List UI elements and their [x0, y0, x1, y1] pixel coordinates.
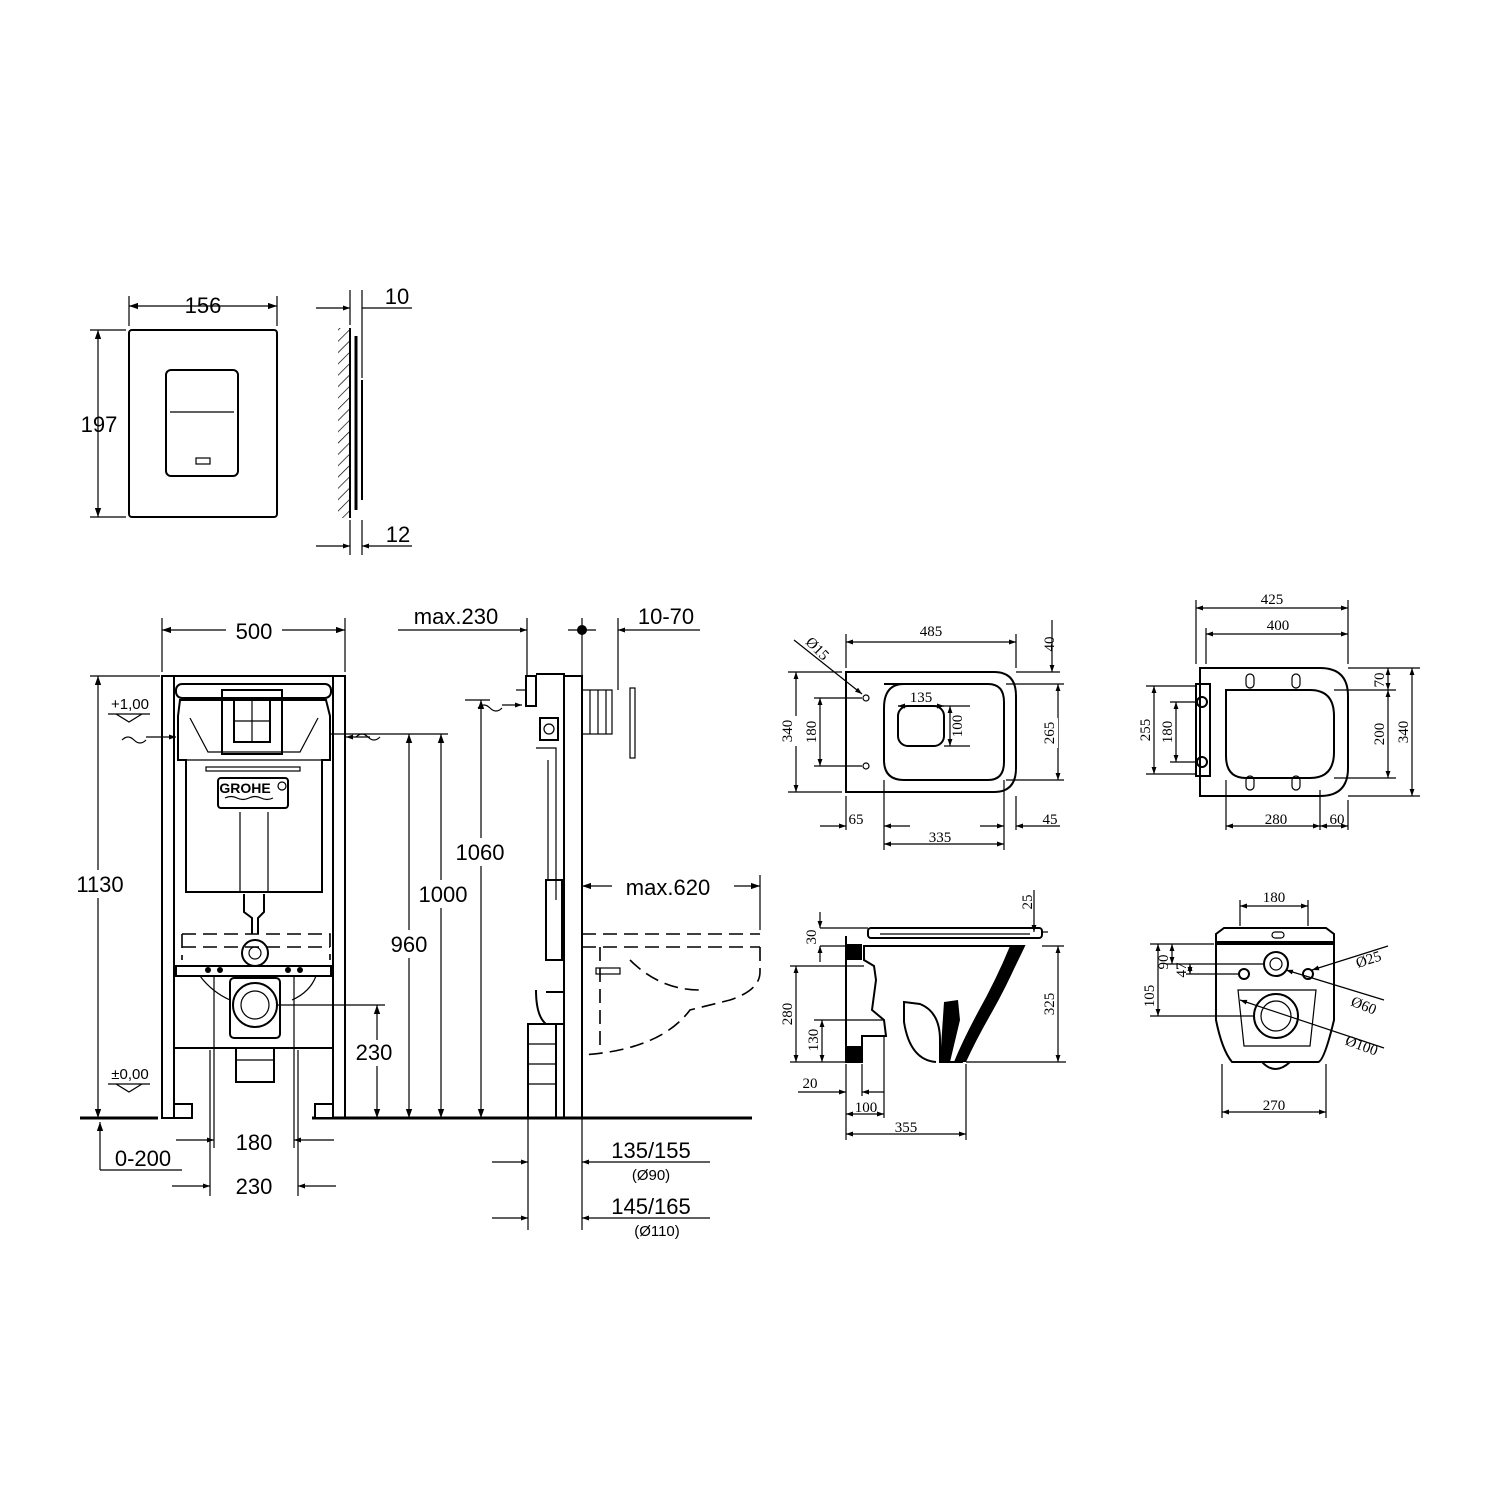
- hole-d15-label: Ø15: [802, 634, 832, 664]
- flush-plate-side: 10 12: [316, 284, 412, 555]
- dim-40-label: 40: [1042, 637, 1058, 652]
- panel-width-label: 156: [185, 293, 222, 318]
- dim-70-label: 70: [1372, 673, 1388, 688]
- dim-100-label: 100: [855, 1100, 878, 1116]
- height-1060-label: 1060: [456, 840, 505, 865]
- bolt-distance-230-label: 230: [236, 1174, 273, 1199]
- dim-25-label: 25: [1020, 895, 1036, 910]
- drain-offset-90-sub-label: (Ø90): [632, 1167, 670, 1184]
- dim-105-label: 105: [1142, 985, 1158, 1008]
- dim-335-label: 335: [929, 830, 952, 846]
- level-zero-label: ±0,00: [111, 1066, 148, 1083]
- wall-gap-label: 12: [386, 522, 410, 547]
- range-10-70-label: 10-70: [638, 604, 694, 629]
- dim-47-label: 47: [1174, 962, 1190, 978]
- height-960-label: 960: [391, 932, 428, 957]
- dim-60-label: 60: [1330, 812, 1345, 828]
- seat-width-400-label: 400: [1267, 618, 1290, 634]
- dim-280-label: 280: [1265, 812, 1288, 828]
- bolt-distance-180-label: 180: [236, 1130, 273, 1155]
- dim-20-label: 20: [803, 1076, 818, 1092]
- drain-offset-110-sub-label: (Ø110): [634, 1223, 680, 1240]
- dim-255-label: 255: [1138, 719, 1154, 742]
- seat-dim-180-label: 180: [1160, 721, 1176, 744]
- hole-135-label: 135: [910, 690, 933, 706]
- water-inlet-left: [121, 734, 176, 744]
- seat-top-view: 425 400 70 200 340 255 180 280 60: [1138, 592, 1420, 830]
- frame-height-label: 1130: [76, 872, 123, 897]
- dim-130-label: 130: [806, 1029, 822, 1052]
- seat-width-425-label: 425: [1261, 592, 1284, 608]
- foot-adjust-label: 0-200: [115, 1146, 171, 1171]
- cistern-brand-logo: GROHE: [219, 780, 270, 796]
- dim-325-label: 325: [1042, 993, 1058, 1016]
- water-inlet-right: [346, 733, 381, 741]
- drain-height-label: 230: [356, 1040, 393, 1065]
- dim-180-label: 180: [804, 721, 820, 744]
- height-1000-label: 1000: [419, 882, 468, 907]
- dim-30-label: 30: [804, 930, 820, 945]
- max-230-label: max.230: [414, 604, 498, 629]
- hole-d100-label: Ø100: [1343, 1033, 1380, 1059]
- bowl-side-section: 25 325 30 280 130 20 100 355: [780, 890, 1066, 1140]
- dim-265-label: 265: [1042, 722, 1058, 745]
- bowl-back-view: 180 105 90 47 Ø25 Ø60 Ø100 270: [1142, 890, 1389, 1118]
- max-620-label: max.620: [626, 875, 710, 900]
- drain-offset-90-label: 135/155: [611, 1138, 691, 1163]
- hole-d60-label: Ø60: [1349, 994, 1379, 1019]
- dim-65-label: 65: [849, 812, 864, 828]
- dim-270-label: 270: [1263, 1098, 1286, 1114]
- installation-frame-side: max.230 10-70 max.620 135/155 (Ø90) 145/…: [398, 604, 761, 1240]
- panel-height-label: 197: [81, 412, 118, 437]
- drain-offset-110-label: 145/165: [611, 1194, 691, 1219]
- dim-280-label: 280: [780, 1003, 796, 1026]
- frame-width-label: 500: [236, 619, 273, 644]
- flush-plate-front: 156 197: [81, 293, 278, 518]
- dim-90-label: 90: [1156, 955, 1172, 970]
- panel-thickness-label: 10: [385, 284, 409, 309]
- dim-355-label: 355: [895, 1120, 918, 1136]
- hole-d25-label: Ø25: [1354, 949, 1384, 972]
- level-top-label: +1,00: [111, 696, 149, 713]
- dim-200-label: 200: [1372, 723, 1388, 746]
- dim-45-label: 45: [1043, 812, 1058, 828]
- bowl-top-view: 485 40 Ø15 135 100 340 180 265 65 335: [780, 620, 1064, 850]
- dim-180-label: 180: [1263, 890, 1286, 906]
- bowl-length-485-label: 485: [920, 624, 943, 640]
- bowl-width-340-label: 340: [780, 720, 796, 743]
- hole-100-label: 100: [950, 715, 966, 738]
- dim-340-label: 340: [1396, 721, 1412, 744]
- installation-frame-front: GROHE 500 1130 +1,00 ±0,: [72, 618, 752, 1199]
